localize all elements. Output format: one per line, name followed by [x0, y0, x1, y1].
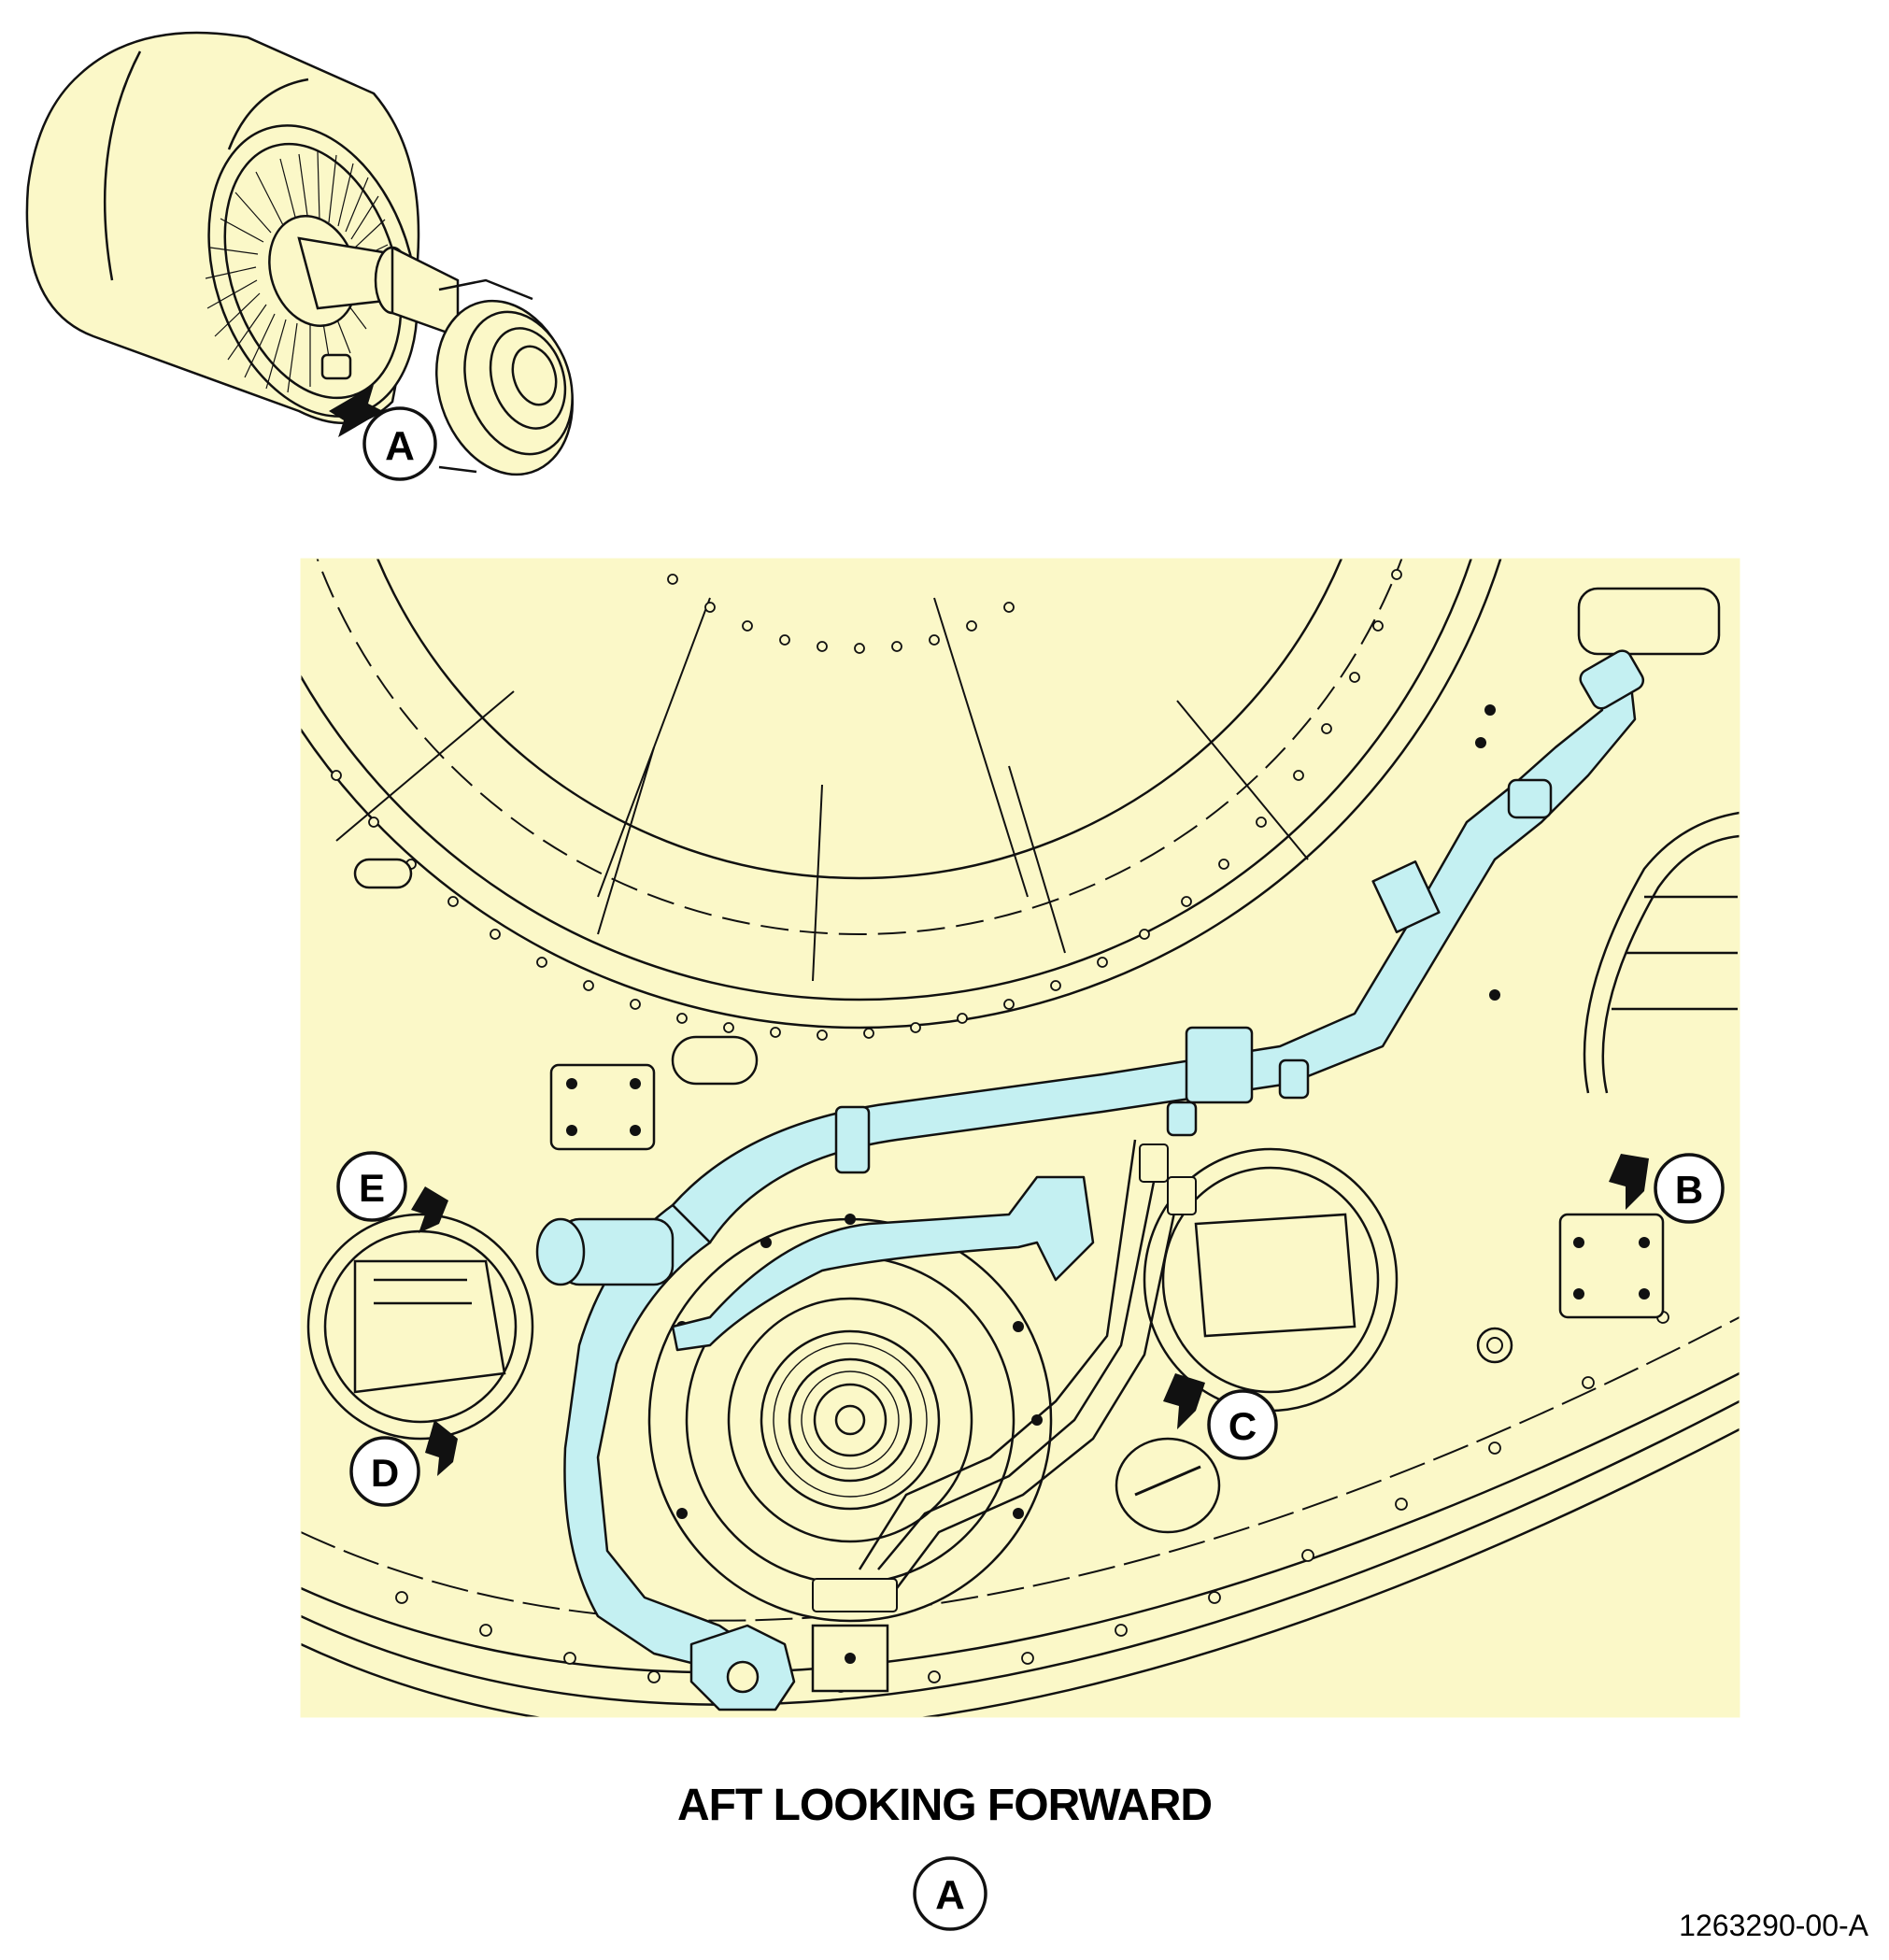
callout-circle-d [349, 1436, 420, 1507]
callout-arrow-d [425, 1420, 458, 1476]
locator-arrow [329, 385, 383, 437]
locator-callout-circle [362, 406, 437, 481]
callout-arrow-c [1163, 1373, 1205, 1429]
callout-circle-e [336, 1151, 407, 1222]
view-callout-circle [913, 1856, 987, 1931]
callout-label-e: E [359, 1166, 385, 1210]
callout-label-c: C [1229, 1404, 1257, 1448]
highlighted-tube-assembly [535, 649, 1645, 1711]
view-callout-label: A [935, 1872, 965, 1918]
figure-number: 1263290-00-A [1679, 1909, 1868, 1942]
callout-arrow-b [1609, 1154, 1649, 1210]
callout-arrow-e [411, 1186, 448, 1233]
callout-label-b: B [1675, 1168, 1703, 1212]
callout-label-d: D [371, 1451, 399, 1495]
callout-circle-b [1654, 1153, 1725, 1224]
view-title: AFT LOOKING FORWARD [676, 1781, 1213, 1830]
callout-circle-c [1207, 1389, 1278, 1460]
detail-view-a [301, 559, 1740, 1717]
engine-locator-view [25, 31, 575, 476]
locator-callout-label: A [385, 423, 415, 469]
